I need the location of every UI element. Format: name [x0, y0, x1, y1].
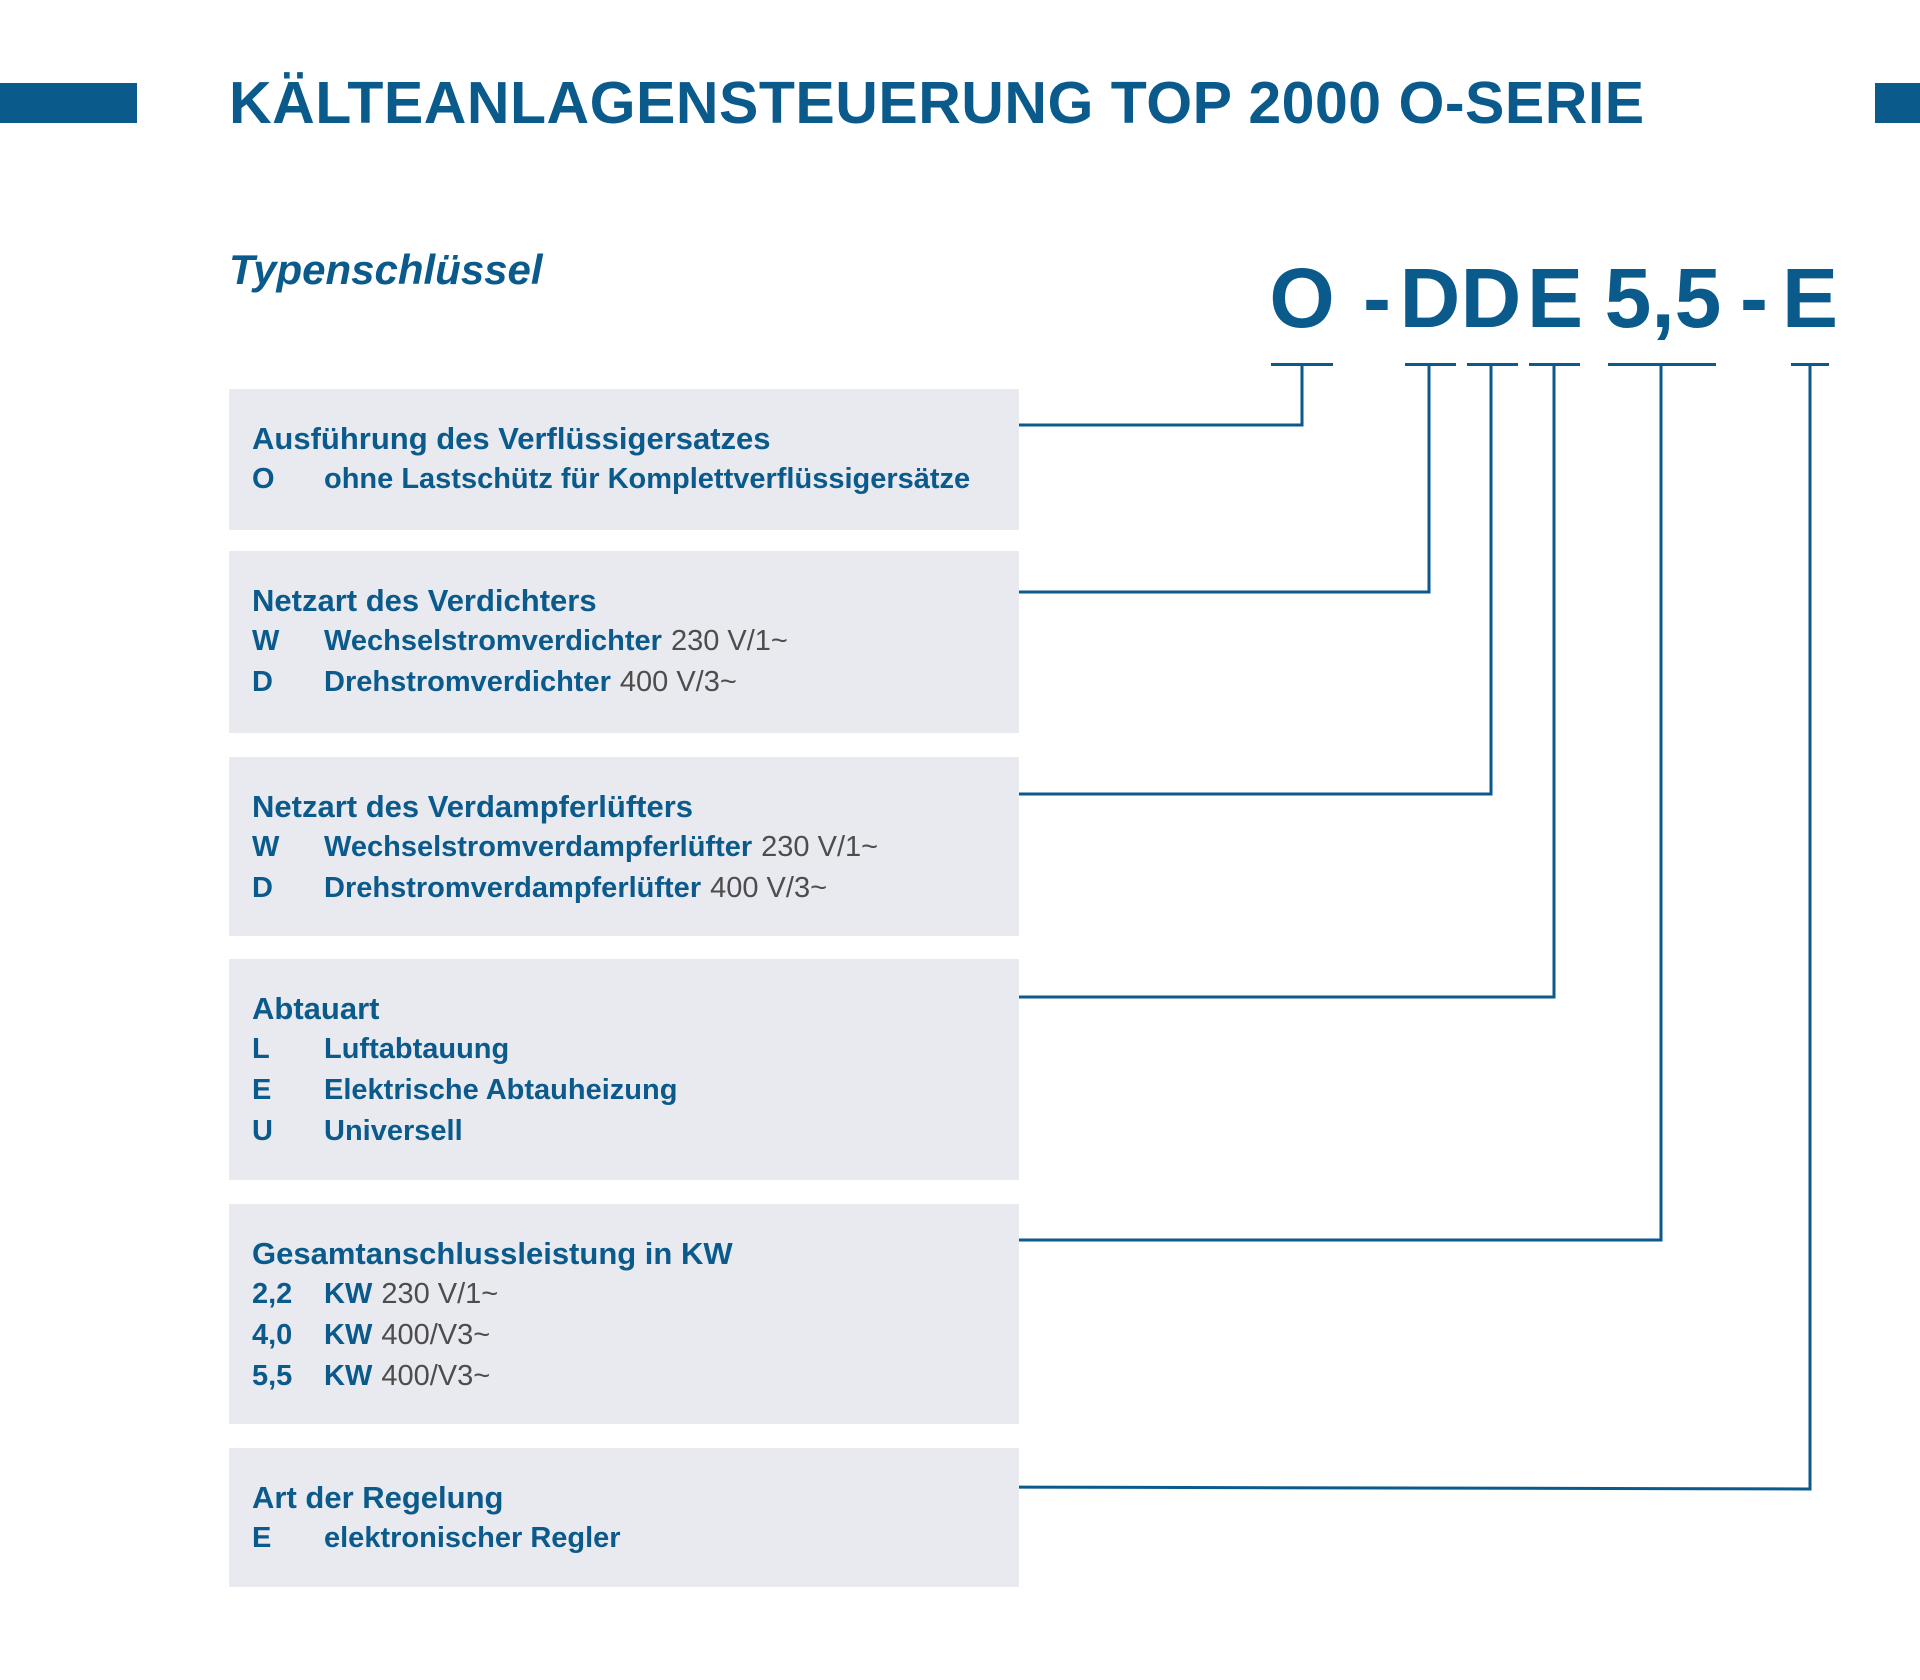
- option-row: E Elektrische Abtauheizung: [252, 1070, 995, 1111]
- section-title: Ausführung des Verflüssigersatzes: [252, 421, 771, 456]
- section-title: Gesamtanschlussleistung in KW: [252, 1236, 733, 1271]
- section-title: Abtauart: [252, 991, 380, 1026]
- option-row: D Drehstromverdampferlüfter 400 V/3~: [252, 868, 995, 909]
- type-code-compressor: D: [1399, 251, 1461, 345]
- option-code: D: [252, 666, 273, 698]
- option-code: 2,2: [252, 1278, 293, 1310]
- section-total-power: Gesamtanschlussleistung in KW 2,2 KW 230…: [229, 1204, 1019, 1424]
- section-execution: Ausführung des Verflüssigersatzes O ohne…: [229, 389, 1019, 530]
- option-text: Universell: [324, 1115, 463, 1147]
- option-row: W Wechselstromverdampferlüfter 230 V/1~: [252, 827, 995, 868]
- option-note: 230 V/1~: [761, 831, 879, 863]
- option-row: E elektronischer Regler: [252, 1518, 995, 1559]
- option-code: O: [252, 463, 275, 495]
- type-code-execution: O: [1269, 251, 1335, 345]
- type-code-underline: [1608, 363, 1716, 366]
- option-code: E: [252, 1074, 272, 1106]
- option-row: W Wechselstromverdichter 230 V/1~: [252, 621, 995, 662]
- connector-power: [983, 366, 1663, 1242]
- section-compressor-supply: Netzart des Verdichters W Wechselstromve…: [229, 551, 1019, 733]
- page-title: KÄLTEANLAGENSTEUERUNG TOP 2000 O-SERIE: [229, 70, 1645, 136]
- option-text: KW: [324, 1360, 373, 1392]
- section-title: Netzart des Verdampferlüfters: [252, 789, 694, 824]
- option-note: 400 V/3~: [619, 666, 737, 698]
- option-code: L: [252, 1033, 270, 1065]
- accent-bar-right: [1875, 83, 1920, 123]
- type-key-subtitle: Typenschlüssel: [229, 246, 543, 293]
- option-row: U Universell: [252, 1111, 995, 1152]
- type-code-underline: [1467, 363, 1518, 366]
- option-code: U: [252, 1115, 273, 1147]
- option-note: 400/V3~: [381, 1360, 491, 1392]
- section-title: Netzart des Verdichters: [252, 583, 597, 618]
- option-code: W: [252, 625, 280, 657]
- option-code: 5,5: [252, 1360, 293, 1392]
- option-code: E: [252, 1522, 272, 1554]
- option-code: 4,0: [252, 1319, 293, 1351]
- connector-control: [982, 366, 1812, 1491]
- option-row: L Luftabtauung: [252, 1029, 995, 1070]
- section-evaporator-fan-supply: Netzart des Verdampferlüfters W Wechsels…: [229, 757, 1019, 936]
- option-text: Elektrische Abtauheizung: [324, 1074, 678, 1106]
- option-row: 4,0 KW 400/V3~: [252, 1315, 995, 1356]
- accent-bar-left: [0, 83, 137, 123]
- option-note: 230 V/1~: [670, 625, 788, 657]
- option-note: 230 V/1~: [381, 1278, 499, 1310]
- type-code-underline: [1529, 363, 1580, 366]
- option-text: elektronischer Regler: [324, 1522, 621, 1554]
- section-defrost-type: Abtauart L Luftabtauung E Elektrische Ab…: [229, 959, 1019, 1180]
- option-text: ohne Lastschütz für Komplettverflüssiger…: [324, 463, 971, 495]
- option-text: Luftabtauung: [324, 1033, 510, 1065]
- section-control-type: Art der Regelung E elektronischer Regler: [229, 1448, 1019, 1587]
- type-code-evaporator-fan: D: [1460, 251, 1522, 345]
- type-code-underline: [1791, 363, 1829, 366]
- option-row: 5,5 KW 400/V3~: [252, 1356, 995, 1397]
- type-code-control: E: [1781, 251, 1839, 345]
- type-code-separator: -: [1740, 251, 1768, 345]
- option-text: KW: [324, 1278, 373, 1310]
- connector-compressor: [983, 366, 1431, 594]
- type-code-underline: [1405, 363, 1456, 366]
- option-text: KW: [324, 1319, 373, 1351]
- connector-defrost: [983, 366, 1556, 999]
- connector-execution: [983, 366, 1304, 427]
- option-text: Wechselstromverdampferlüfter: [324, 831, 753, 863]
- type-code-separator: -: [1363, 251, 1391, 345]
- type-code-power: 5,5: [1604, 251, 1722, 345]
- option-text: Drehstromverdampferlüfter: [324, 872, 702, 904]
- option-note: 400/V3~: [381, 1319, 491, 1351]
- option-text: Drehstromverdichter: [324, 666, 611, 698]
- option-row: 2,2 KW 230 V/1~: [252, 1274, 995, 1315]
- option-text: Wechselstromverdichter: [324, 625, 662, 657]
- type-code-underline: [1271, 363, 1333, 366]
- option-row: O ohne Lastschütz für Komplettverflüssig…: [252, 459, 995, 500]
- option-note: 400 V/3~: [710, 872, 828, 904]
- option-code: D: [252, 872, 273, 904]
- option-code: W: [252, 831, 280, 863]
- type-code-defrost: E: [1526, 251, 1584, 345]
- connector-evaporator-fan: [983, 366, 1493, 796]
- option-row: D Drehstromverdichter 400 V/3~: [252, 662, 995, 703]
- section-title: Art der Regelung: [252, 1480, 504, 1515]
